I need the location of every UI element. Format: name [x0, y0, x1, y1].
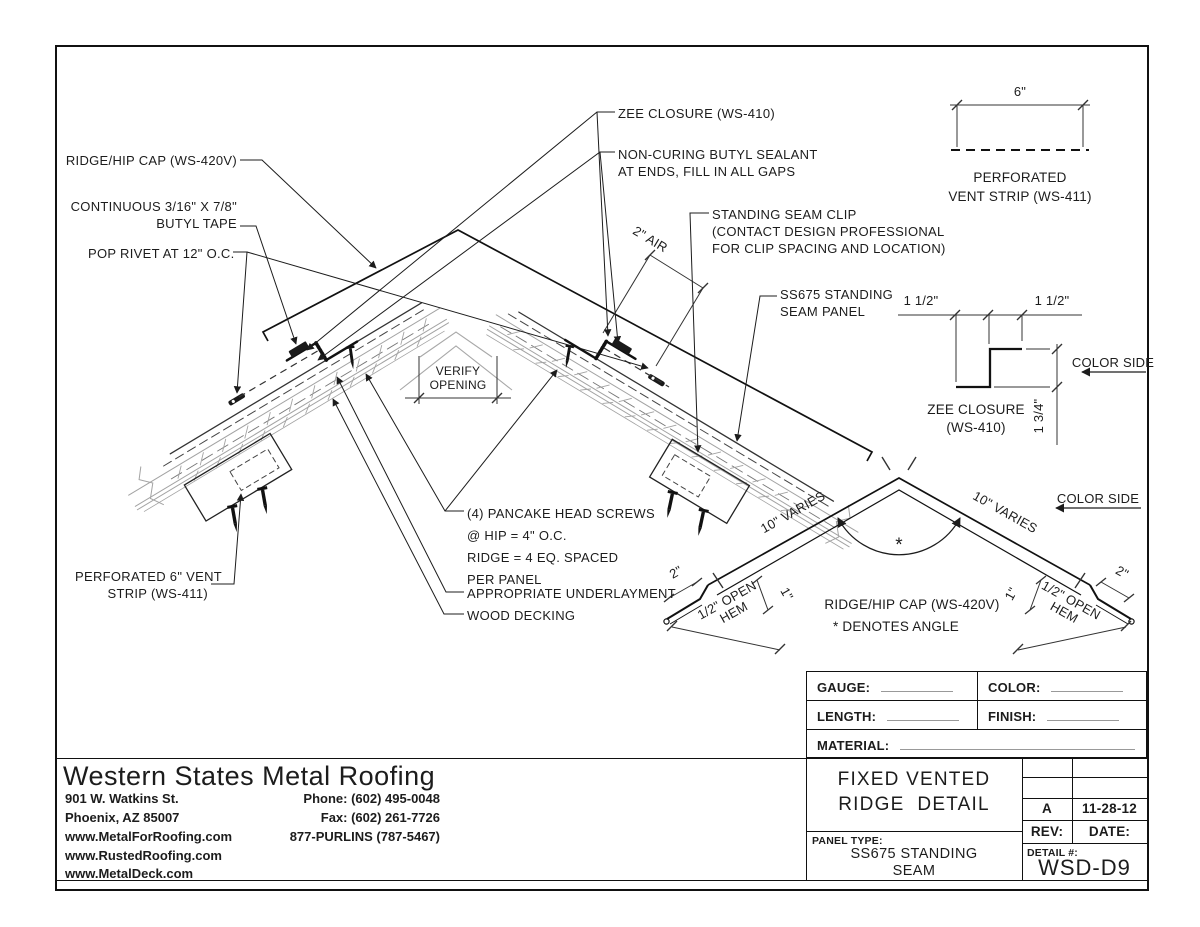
zee-caption-1: ZEE CLOSURE — [927, 402, 1024, 417]
company-phone: Phone: (602) 495-0048 — [303, 791, 440, 806]
label-underlayment: APPROPRIATE UNDERLAYMENT — [467, 586, 676, 601]
spec-gauge-label: GAUGE: — [817, 680, 871, 695]
titleband-top-rule — [55, 758, 1147, 759]
spec-finish-blank[interactable] — [1046, 707, 1119, 721]
spec-table: GAUGE: COLOR: LENGTH: FINISH: MATERIAL: — [806, 671, 1147, 758]
ridge-cap-profile — [261, 229, 874, 462]
zee-closure-left — [285, 340, 359, 362]
rev-label: REV: — [1030, 824, 1064, 839]
seam-clip-dashed — [661, 454, 712, 498]
cap-varies-right: 10" VARIES — [970, 488, 1040, 536]
label-pancake-screws: (4) PANCAKE HEAD SCREWS@ HIP = 4" O.C. R… — [467, 506, 655, 587]
seam-clip-outline — [648, 438, 751, 525]
sheet-border — [55, 45, 1149, 891]
cap-color-side: COLOR SIDE — [1057, 491, 1139, 506]
company-address-2: Phoenix, AZ 85007 — [65, 810, 180, 825]
cap-dim-1-right: 1" — [1002, 585, 1021, 603]
rev-value: A — [1042, 801, 1052, 816]
panel-type-label: PANEL TYPE: — [812, 835, 883, 847]
verify-label-1: VERIFY — [436, 364, 481, 378]
titleband-bottom-rule — [55, 880, 1147, 881]
zee-closure-right — [563, 338, 637, 361]
zee-color-side: COLOR SIDE — [1072, 355, 1154, 370]
zee-dim-left: 1 1/2" — [904, 293, 939, 308]
vent-strip-detail: 6" PERFORATED VENT STRIP (WS-411) — [948, 84, 1091, 204]
cap-caption-2: * DENOTES ANGLE — [833, 619, 959, 634]
panel-type-value-1: SS675 STANDING — [850, 846, 978, 862]
cap-dim-1-left: 1" — [777, 585, 796, 603]
spec-length-label: LENGTH: — [817, 709, 877, 724]
cap-varies-left: 10" VARIES — [758, 488, 828, 536]
cap-dim-2-right: 2" — [1113, 563, 1131, 582]
company-tollfree: 877-PURLINS (787-5467) — [289, 829, 440, 844]
titleband-divider-1 — [806, 758, 807, 880]
ridge-cap-detail: 10" VARIES 10" VARIES 2" 2" 1" 1" — [663, 456, 1141, 655]
pop-rivet-right — [648, 374, 665, 387]
label-butyl-tape: CONTINUOUS 3/16" X 7/8"BUTYL TAPE — [70, 199, 237, 231]
spec-length-blank[interactable] — [886, 707, 959, 721]
drawing-title-2: RIDGE DETAIL — [838, 794, 990, 815]
label-seam-clip: STANDING SEAM CLIP(CONTACT DESIGN PROFES… — [712, 207, 946, 256]
company-name: Western States Metal Roofing — [63, 761, 436, 791]
panel-type-value-2: SEAM — [892, 863, 936, 879]
zee-caption-2: (WS-410) — [946, 420, 1005, 435]
spec-color-blank[interactable] — [1050, 678, 1123, 692]
cap-dim-2-left: 2" — [667, 562, 685, 581]
zee-profile — [956, 347, 1022, 389]
cap-underside-left — [238, 348, 322, 398]
spec-material-label: MATERIAL: — [817, 738, 890, 753]
company-address-1: 901 W. Watkins St. — [65, 791, 179, 806]
company-website-3[interactable]: www.MetalDeck.com — [65, 866, 194, 881]
rev-col-divider — [1072, 758, 1073, 843]
vent-strip-outline — [183, 432, 293, 522]
zee-closure-detail: 1 1/2" 1 1/2" 1 3/4" COLOR SIDE ZEE CLOS… — [898, 293, 1154, 445]
zee-dim-right: 1 1/2" — [1035, 293, 1070, 308]
right-roof-assembly — [486, 311, 859, 550]
left-roof-assembly — [128, 302, 450, 522]
cap-caption-1: RIDGE/HIP CAP (WS-420V) — [824, 597, 999, 612]
label-pop-rivet: POP RIVET AT 12" O.C. — [88, 246, 235, 261]
vent-caption-2: VENT STRIP (WS-411) — [948, 189, 1091, 204]
zee-dim-height: 1 3/4" — [1031, 398, 1046, 433]
vent-strip-dashed — [229, 448, 280, 492]
detail-number-label: DETAIL #: — [1027, 847, 1078, 859]
rev-rule-2 — [1022, 798, 1147, 799]
spec-color-label: COLOR: — [988, 680, 1041, 695]
spec-material-blank[interactable] — [899, 736, 1135, 750]
ridge-opening: VERIFY OPENING — [399, 331, 513, 404]
break-symbol — [825, 504, 851, 544]
cap-angle-star: * — [895, 535, 903, 556]
decking-hatch — [177, 318, 427, 481]
panel-type-rule — [806, 831, 1022, 832]
company-website-1[interactable]: www.MetalForRoofing.com — [65, 829, 233, 844]
titleband-divider-2 — [1022, 758, 1023, 880]
detail-number-value: WSD-D9 — [1038, 855, 1131, 880]
butyl-tape — [288, 341, 309, 357]
company-website-2[interactable]: www.RustedRoofing.com — [65, 848, 222, 863]
drawing-title-1: FIXED VENTED — [837, 769, 991, 790]
label-wood-decking: WOOD DECKING — [467, 608, 576, 623]
air-gap-label: 2" AIR — [630, 223, 670, 255]
leader-lines — [211, 111, 777, 615]
spec-finish-label: FINISH: — [988, 709, 1037, 724]
company-fax: Fax: (602) 261-7726 — [320, 810, 440, 825]
date-label: DATE: — [1088, 824, 1131, 839]
rev-rule-3 — [1022, 820, 1147, 821]
date-value: 11-28-12 — [1082, 801, 1137, 816]
break-symbol — [138, 466, 164, 506]
vent-caption-1: PERFORATED — [973, 170, 1066, 185]
verify-label-2: OPENING — [430, 378, 487, 392]
label-ridge-hip-cap: RIDGE/HIP CAP (WS-420V) — [65, 153, 237, 168]
label-zee-closure: ZEE CLOSURE (WS-410) — [618, 106, 775, 121]
vent-dim: 6" — [1014, 84, 1026, 99]
rev-rule-1 — [1022, 777, 1147, 778]
spec-gauge-blank[interactable] — [880, 678, 953, 692]
rev-rule-4 — [1022, 843, 1147, 844]
cap-underside-right — [603, 347, 670, 388]
